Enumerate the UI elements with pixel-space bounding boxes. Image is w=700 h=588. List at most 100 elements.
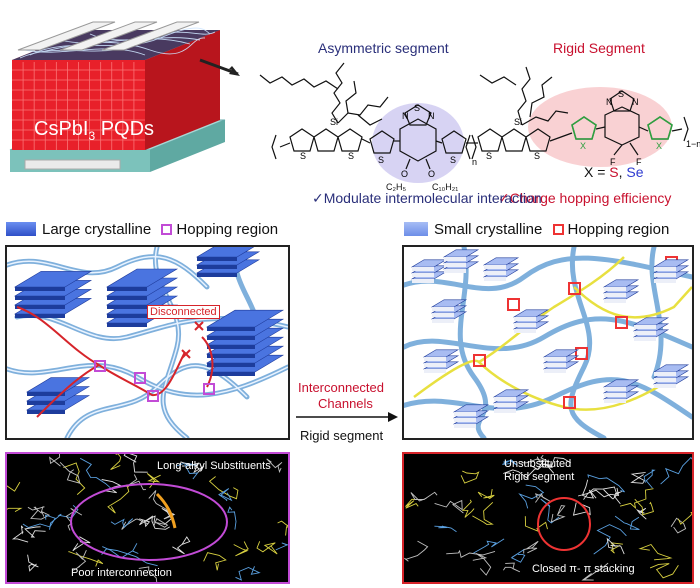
bottom-electrode	[24, 159, 121, 170]
large-crystal-stack	[15, 305, 65, 309]
small-crystal-stack	[484, 277, 506, 281]
right-md-svg	[404, 454, 692, 581]
device-label-suffix: PQDs	[95, 118, 155, 140]
small-crystal-stack	[412, 279, 434, 283]
md-molecule-fragment	[256, 541, 278, 555]
md-molecule-fragment	[178, 461, 205, 474]
md-molecule-fragment	[153, 518, 169, 528]
small-crystal-stack	[514, 317, 536, 321]
md-molecule-fragment	[138, 566, 158, 582]
small-crystal-stack	[604, 293, 626, 297]
md-molecule-fragment	[502, 459, 518, 466]
long-alkyl-label: Long-alkyl Substituents	[157, 460, 271, 472]
small-crystal-stack	[654, 279, 676, 283]
md-molecule-fragment	[22, 514, 56, 528]
small-crystal-stack	[494, 409, 516, 413]
small-crystal-stacks	[410, 249, 690, 428]
md-molecule-fragment	[72, 536, 91, 552]
polymer-structure: Si Si S S S S S S S S N N N N O O F F X …	[259, 62, 700, 183]
md-molecule-fragment	[460, 470, 480, 484]
md-molecule-fragment	[121, 518, 148, 530]
left-md-snapshot: Long-alkyl Substituents Poor interconnec…	[5, 452, 290, 584]
small-crystal-stack	[432, 307, 454, 311]
large-crystal-stack	[107, 323, 147, 327]
large-crystal-stack	[107, 314, 147, 318]
small-crystal-stack	[454, 412, 476, 416]
large-crystal-stack	[107, 305, 147, 309]
legend-hopping-right: Hopping region	[567, 221, 670, 238]
atom-s-5: S	[414, 103, 420, 113]
md-molecule-fragment	[404, 540, 429, 562]
left-morphology-panel: Disconnected	[5, 245, 290, 440]
large-crystal-stack	[27, 392, 65, 396]
small-crystal-stack	[432, 313, 454, 317]
modulate-interaction-note: ✓Modulate intermolecular interaction	[312, 190, 542, 206]
large-crystal-stack	[107, 296, 147, 300]
rigid-thiophenes	[571, 116, 673, 140]
substrate-side	[150, 120, 225, 172]
small-crystal-stack	[544, 369, 566, 373]
md-molecule-fragment	[619, 488, 654, 510]
small-crystal-stack	[454, 424, 476, 428]
small-crystal-stack	[604, 387, 626, 391]
md-molecule-fragment	[649, 563, 679, 579]
small-crystal-stack	[432, 319, 454, 323]
transition-arrow	[296, 412, 398, 422]
rigid-highlight	[528, 87, 672, 167]
left-hop-regions	[94, 360, 215, 402]
left-md-highlight	[70, 483, 228, 561]
md-molecule-fragment	[72, 550, 87, 571]
x-eq-prefix: X =	[584, 164, 610, 180]
md-molecule-fragment	[521, 454, 550, 464]
right-md-highlight	[537, 497, 591, 551]
device-label: CsPbI3 PQDs	[34, 118, 154, 143]
atom-n-3: N	[606, 97, 613, 107]
large-crystal-stack	[207, 363, 255, 367]
md-molecule-fragment	[266, 458, 283, 474]
left-morphology-svg	[7, 247, 288, 438]
md-molecule-fragment	[123, 454, 148, 473]
atom-s-6: S	[618, 89, 624, 99]
perovskite-grid	[12, 62, 145, 150]
left-charge-path	[16, 306, 214, 418]
md-molecule-fragment	[587, 474, 625, 493]
atom-s-4: S	[450, 155, 456, 165]
md-molecule-fragment	[472, 552, 492, 576]
device-label-prefix: CsPbI	[34, 118, 89, 140]
small-crystal-stack	[444, 269, 466, 273]
md-molecule-fragment	[524, 516, 548, 533]
poor-interconnection-label: Poor interconnection	[71, 567, 172, 579]
md-molecule-fragment	[233, 541, 249, 557]
small-crystal-stack	[484, 265, 506, 269]
large-crystal-stack	[107, 287, 147, 291]
pointer-line	[199, 58, 239, 76]
md-molecule-fragment	[235, 566, 261, 581]
left-md-molecules	[7, 454, 288, 582]
small-crystal-stack	[634, 337, 656, 341]
small-crystal-stack	[412, 273, 434, 277]
x-sep: ,	[618, 164, 627, 180]
atom-n-2: N	[428, 111, 435, 121]
small-crystal-stack	[604, 299, 626, 303]
large-crystal-stack	[207, 336, 255, 340]
repeat-n: n	[472, 157, 477, 167]
top-electrode-2	[59, 21, 158, 51]
md-molecule-fragment	[536, 456, 553, 471]
md-molecule-fragment	[27, 506, 45, 514]
right-morphology-svg	[404, 247, 692, 438]
small-crystal-swatch	[404, 222, 428, 236]
asymmetric-highlight	[372, 103, 464, 183]
md-molecule-fragment	[148, 490, 173, 520]
md-molecule-fragment	[7, 481, 21, 492]
small-crystal-stack	[634, 331, 656, 335]
ethyl-substituent: C₂H₅	[386, 182, 407, 192]
md-molecule-fragment	[79, 457, 113, 490]
atom-n-1: N	[402, 111, 409, 121]
small-crystal-stack	[544, 357, 566, 361]
perovskite-device-illustration	[9, 21, 240, 172]
md-molecule-fragment	[461, 499, 475, 518]
md-molecule-fragment	[638, 543, 673, 561]
md-molecule-fragment	[146, 473, 161, 489]
large-crystal-stack	[15, 287, 65, 291]
